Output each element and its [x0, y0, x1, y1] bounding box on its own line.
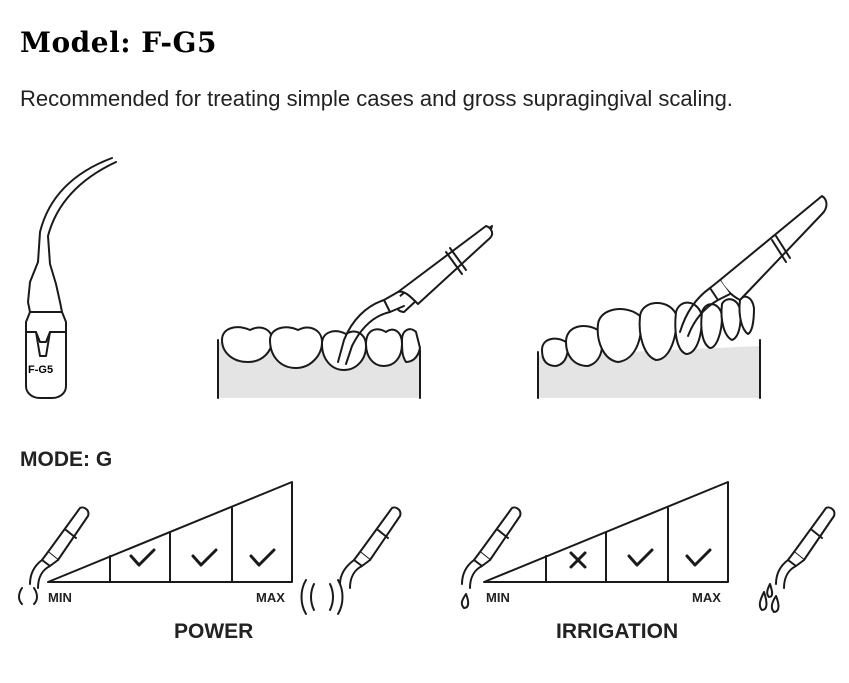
- power-max-label: MAX: [256, 590, 285, 605]
- check-icon: [627, 548, 654, 567]
- power-label: POWER: [174, 620, 254, 643]
- irrigation-min-label: MIN: [486, 590, 510, 605]
- model-title: Model: F-G5: [20, 26, 217, 59]
- scaler-tip-icon: [25, 157, 117, 399]
- irrigation-level-marks: [569, 548, 712, 569]
- check-icon: [129, 548, 156, 567]
- description: Recommended for treating simple cases an…: [20, 86, 733, 111]
- mode-label: MODE: G: [20, 448, 113, 471]
- cross-icon: [569, 551, 587, 569]
- irrigation-label: IRRIGATION: [556, 620, 679, 643]
- check-icon: [191, 548, 218, 567]
- handpiece-icon: [537, 195, 828, 399]
- power-level-marks: [129, 548, 276, 567]
- check-icon: [685, 548, 712, 567]
- teeth-scaling-icon: [217, 225, 494, 399]
- irrigation-scale: [483, 481, 729, 583]
- check-icon: [249, 548, 276, 567]
- tip-label: F-G5: [28, 364, 54, 376]
- vibration-icon: [300, 579, 344, 615]
- handpiece-icon: [29, 506, 90, 589]
- vibration-icon: [18, 587, 38, 605]
- handpiece-icon: [339, 506, 402, 589]
- handpiece-icon: [461, 506, 522, 589]
- water-drop-icon: [758, 583, 780, 613]
- irrigation-max-label: MAX: [692, 590, 721, 605]
- handpiece-icon: [775, 506, 836, 589]
- water-drop-icon: [460, 593, 470, 609]
- power-scale: [47, 481, 293, 583]
- power-min-label: MIN: [48, 590, 72, 605]
